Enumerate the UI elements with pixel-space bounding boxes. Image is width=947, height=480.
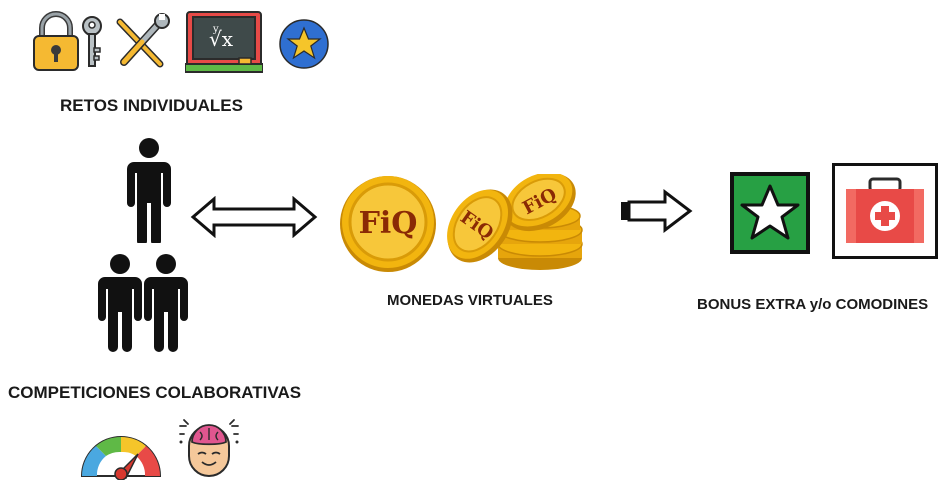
- bonus-label: BONUS EXTRA y/o COMODINES: [697, 296, 929, 313]
- retos-label: RETOS INDIVIDUALES: [60, 96, 243, 115]
- chalkboard-sqrt-icon: √x y: [185, 10, 263, 74]
- two-people-icon: [94, 254, 192, 354]
- coin-stack-icon: FiQ FiQ: [444, 174, 584, 274]
- gauge-icon: [76, 424, 166, 480]
- coin-label: FiQ: [359, 206, 418, 241]
- single-person-icon: [124, 138, 174, 243]
- svg-text:√x: √x: [209, 27, 234, 51]
- competiciones-label: COMPETICIONES COLABORATIVAS: [8, 383, 302, 402]
- star-badge-icon: [278, 18, 330, 70]
- padlock-key-icon: [30, 10, 105, 72]
- brain-head-icon: [176, 418, 242, 480]
- fiq-coin-icon: FiQ: [338, 174, 438, 274]
- double-arrow-icon: [190, 196, 318, 238]
- green-star-icon: [730, 172, 810, 254]
- first-aid-kit-icon: [832, 163, 938, 259]
- svg-text:y: y: [212, 24, 219, 35]
- tools-icon: [112, 12, 172, 72]
- right-arrow-icon: [619, 189, 693, 233]
- monedas-label: MONEDAS VIRTUALES: [387, 292, 553, 309]
